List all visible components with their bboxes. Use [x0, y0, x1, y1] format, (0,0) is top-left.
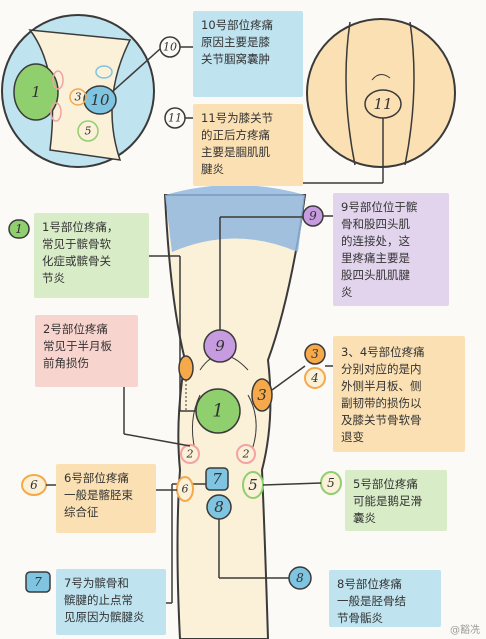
- posterior-marker-11: 11: [373, 95, 392, 113]
- marker-11: 11: [168, 112, 182, 125]
- marker-7-side: 7: [26, 572, 50, 592]
- note-3-4: 3、4号部位疼痛 分别对应的是内 外侧半月板、侧 副韧带的损伤以 及膝关节骨软骨…: [333, 336, 465, 452]
- note-11: 11号为膝关节 的正后方疼痛 主要是腘肌肌 腱炎: [193, 104, 303, 186]
- marker-8-side: 8: [289, 567, 311, 589]
- leg-marker-6: 6: [182, 483, 189, 496]
- note-1: 1号部位疼痛， 常见于髌骨软 化症或髌骨关 节炎: [34, 213, 149, 298]
- note-2: 2号部位疼痛 常见于半月板 前角损伤: [35, 315, 138, 387]
- marker-3-side: 3: [305, 344, 325, 364]
- leg-marker-3: 3: [257, 386, 267, 404]
- inset-marker-1: 1: [31, 83, 41, 101]
- svg-text:8: 8: [296, 571, 304, 585]
- inset-marker-5: 5: [85, 125, 92, 138]
- marker-9-side: 9: [303, 206, 333, 226]
- marker-10: 10: [163, 41, 177, 54]
- note-8: 8号部位疼痛 一般是胫骨结 节骨骺炎: [329, 570, 441, 627]
- leg-marker-2-left: 2: [186, 448, 194, 461]
- leg-marker-8: 8: [214, 498, 224, 516]
- note-7: 7号为髌骨和 髌腱的止点常 见原因为髌腱炎: [56, 569, 166, 635]
- svg-text:1: 1: [15, 222, 23, 236]
- marker-5-side: 5: [263, 472, 341, 494]
- note-10: 10号部位疼痛 原因主要是膝 关节腘窝囊肿: [193, 11, 303, 97]
- marker-4-side: 4: [272, 366, 333, 390]
- svg-text:3: 3: [311, 347, 319, 361]
- leg-marker-5: 5: [248, 476, 258, 494]
- note-6: 6号部位疼痛 一般是髂胫束 综合征: [56, 464, 156, 533]
- leg-marker-7: 7: [212, 470, 222, 488]
- leg-marker-2-right: 2: [242, 448, 250, 461]
- svg-text:9: 9: [309, 209, 317, 223]
- back-knee-inset: 1 10 3 5 10: [2, 15, 193, 167]
- inset-marker-10: 10: [90, 91, 110, 109]
- marker-1-side: 1: [9, 220, 29, 238]
- svg-text:6: 6: [30, 478, 38, 492]
- svg-text:7: 7: [34, 575, 42, 589]
- leg-marker-1: 1: [212, 401, 223, 422]
- inset-marker-3: 3: [75, 91, 82, 104]
- watermark: @豁冼: [450, 621, 480, 636]
- marker-6-side: 6: [22, 475, 56, 495]
- note-5: 5号部位疼痛 可能是鹅足滑 囊炎: [345, 470, 447, 531]
- leg-marker-9: 9: [215, 337, 225, 355]
- svg-text:5: 5: [327, 476, 335, 490]
- svg-text:4: 4: [310, 371, 319, 385]
- note-9: 9号部位位于髌 骨和股四头肌 的连接处，这 里疼痛主要是 股四头肌肌腱 炎: [333, 193, 449, 306]
